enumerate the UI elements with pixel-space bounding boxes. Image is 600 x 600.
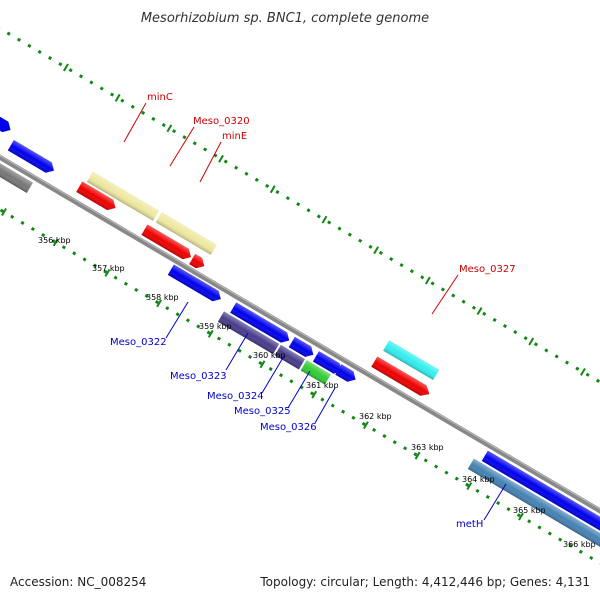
- footer-accession: Accession: NC_008254: [10, 575, 146, 589]
- genome-track: [0, 25, 600, 579]
- footer-summary: Topology: circular; Length: 4,412,446 bp…: [259, 575, 590, 589]
- kbp-362: 362 kbp: [359, 412, 392, 421]
- kbp-357: 357 kbp: [92, 264, 125, 273]
- outer-dotted-ring: [0, 25, 600, 445]
- label-meso-0327: Meso_0327: [459, 264, 516, 275]
- label-meso-0326: Meso_0326: [260, 422, 317, 433]
- inner-dotted-ring: [0, 159, 600, 579]
- kbp-365: 365 kbp: [513, 506, 546, 515]
- inner-major-ticks: [1, 208, 524, 521]
- label-minC: minC: [147, 92, 173, 103]
- label-meso-0320: Meso_0320: [193, 116, 250, 127]
- label-meso-0324: Meso_0324: [207, 391, 264, 402]
- kbp-360: 360 kbp: [253, 351, 286, 360]
- kbp-366: 366 kbp: [563, 540, 596, 549]
- label-meso-0323: Meso_0323: [170, 371, 227, 382]
- label-minE: minE: [222, 131, 247, 142]
- map-title: Mesorhizobium sp. BNC1, complete genome: [141, 11, 429, 26]
- kbp-356: 356 kbp: [38, 236, 71, 245]
- kbp-363: 363 kbp: [411, 443, 444, 452]
- kbp-364: 364 kbp: [462, 475, 495, 484]
- outer-major-ticks: [63, 63, 586, 376]
- gene-blue-edge[interactable]: [0, 112, 14, 136]
- label-leaders: [123, 102, 507, 521]
- kbp-361: 361 kbp: [306, 381, 339, 390]
- backbone: [0, 120, 600, 541]
- label-meso-0325: Meso_0325: [234, 406, 291, 417]
- kbp-358: 358 kbp: [146, 293, 179, 302]
- label-metH: metH: [456, 519, 483, 530]
- kbp-359: 359 kbp: [199, 322, 232, 331]
- label-meso-0322: Meso_0322: [110, 337, 167, 348]
